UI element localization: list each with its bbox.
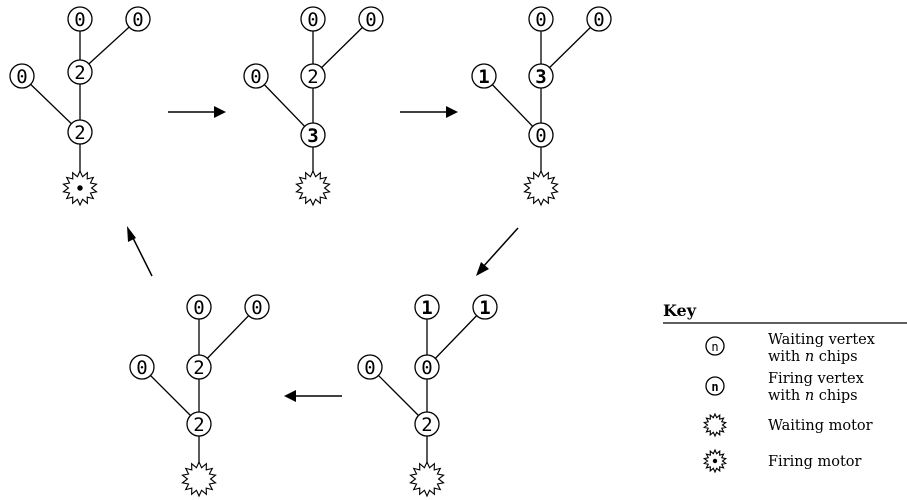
vertex-label: 2 [193,414,204,436]
vertex-middle-firing: 3 [528,63,554,89]
vertex-middle: 2 [300,63,326,89]
arrow-up-left [127,226,153,277]
key-waiting-motor: Waiting motor [702,412,873,438]
key-waiting-vertex-line1: Waiting vertex [768,332,875,348]
vertex-middle: 0 [414,354,440,380]
state-4: 1 1 0 0 2 [357,294,498,498]
firing-motor-icon [702,448,728,474]
arrow-down-left [476,227,519,276]
vertex-label: 0 [593,9,604,31]
key-firing-vertex-line2: with n chips [768,388,858,404]
vertex-bottom: 2 [186,411,212,437]
vertex-bottom: 2 [67,119,93,145]
vertex-label: 0 [535,125,546,147]
vertex-label: 0 [365,9,376,31]
vertex-top-right: 0 [244,294,270,320]
vertex-label: 0 [74,9,85,31]
vertex-label: 0 [136,357,147,379]
vertex-label: 2 [74,62,85,84]
vertex-top-right-firing: 1 [472,294,498,320]
state-2: 0 0 0 2 3 [243,6,384,207]
state-3: 0 0 1 3 0 [471,6,612,207]
vertex-bottom: 0 [528,122,554,148]
vertex-top-right: 0 [358,6,384,32]
vertex-label: 2 [307,66,318,88]
vertex-label: 1 [478,66,489,88]
vertex-top-right: 0 [586,6,612,32]
arrow-left [284,390,342,402]
key-waiting-vertex: n Waiting vertex with n chips [705,332,875,365]
vertex-bottom: 2 [414,411,440,437]
vertex-left: 0 [129,354,155,380]
arrow-right-1 [168,106,226,118]
vertex-left-firing: 1 [471,63,497,89]
firing-motor-icon [62,169,98,207]
vertex-left: 0 [9,63,35,89]
vertex-label: 0 [535,9,546,31]
vertex-label: 1 [479,297,490,319]
key-firing-motor-label: Firing motor [768,454,862,470]
vertex-top-left: 0 [528,6,554,32]
vertex-label: 2 [193,357,204,379]
vertex-label: 0 [421,357,432,379]
vertex-middle: 2 [67,59,93,85]
key-firing-vertex-line1: Firing vertex [768,371,864,387]
vertex-label: 0 [16,66,27,88]
vertex-label: 0 [307,9,318,31]
key-n-glyph: n [711,340,718,354]
vertex-top-left-firing: 1 [414,294,440,320]
vertex-left: 0 [243,63,269,89]
waiting-motor-icon [181,460,217,498]
vertex-label: 1 [421,297,432,319]
vertex-label: 3 [535,66,546,88]
waiting-motor-icon [702,412,728,438]
waiting-motor-icon [409,460,445,498]
vertex-top-right: 0 [125,6,151,32]
vertex-label: 0 [132,9,143,31]
vertex-middle: 2 [186,354,212,380]
vertex-label: 3 [307,125,318,147]
state-1: 0 0 0 2 2 [9,6,151,207]
vertex-top-left: 0 [300,6,326,32]
vertex-bottom-firing: 3 [300,122,326,148]
vertex-label: 0 [250,66,261,88]
vertex-label: 0 [193,297,204,319]
vertex-label: 0 [364,357,375,379]
vertex-label: 2 [74,122,85,144]
vertex-top-left: 0 [67,6,93,32]
vertex-label: 2 [421,414,432,436]
waiting-motor-icon [523,169,559,207]
key-legend: Key n Waiting vertex with n chips n Firi… [663,301,907,474]
state-5: 0 0 0 2 2 [129,294,270,498]
vertex-left: 0 [357,354,383,380]
key-n-glyph: n [711,380,718,394]
waiting-motor-icon [295,169,331,207]
arrow-right-2 [400,106,458,118]
vertex-label: 0 [251,297,262,319]
key-firing-vertex: n Firing vertex with n chips [705,371,864,404]
key-title: Key [663,301,697,320]
key-waiting-motor-label: Waiting motor [768,418,873,434]
vertex-top-left: 0 [186,294,212,320]
key-firing-motor: Firing motor [702,448,862,474]
key-waiting-vertex-line2: with n chips [768,349,858,365]
